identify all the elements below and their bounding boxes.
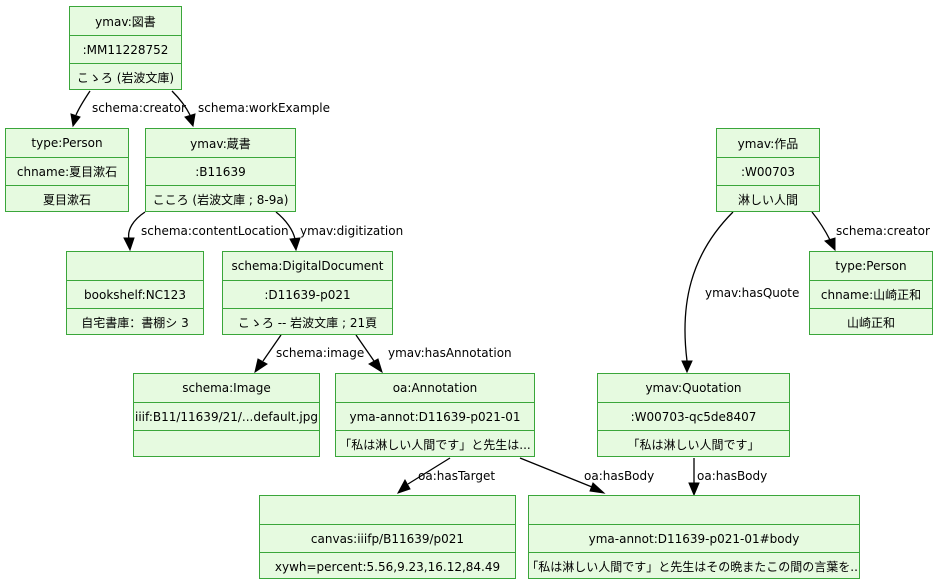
edge-sakuhin-quote bbox=[681, 211, 734, 374]
node-quote: ymav:Quotation :W00703-qc5de8407 「私は淋しい人… bbox=[597, 373, 790, 457]
node-title: type:Person bbox=[835, 259, 907, 273]
edge-annot-body bbox=[519, 457, 606, 494]
node-id: :W00703-qc5de8407 bbox=[598, 402, 789, 430]
node-title: ymav:作品 bbox=[737, 136, 799, 151]
node-sakuhin: ymav:作品 :W00703 淋しい人間 bbox=[716, 128, 820, 212]
node-image: schema:Image iiif:B11/11639/21/...defaul… bbox=[133, 373, 320, 457]
node-person1: type:Person chname:夏目漱石 夏目漱石 bbox=[5, 128, 129, 212]
node-label: 山崎正和 bbox=[810, 308, 932, 336]
node-title bbox=[67, 252, 203, 280]
node-label: 淋しい人間 bbox=[717, 185, 819, 213]
node-annot: oa:Annotation yma-annot:D11639-p021-01 「… bbox=[335, 373, 535, 457]
edge-tosho-zosho bbox=[171, 90, 196, 128]
node-id: :W00703 bbox=[717, 157, 819, 185]
edge-label-zosho-shelf: schema:contentLocation bbox=[141, 224, 289, 238]
edge-digdoc-image bbox=[254, 334, 282, 374]
node-title: ymav:図書 bbox=[95, 14, 156, 29]
edge-label-annot-body: oa:hasBody bbox=[584, 469, 655, 483]
edge-digdoc-annot bbox=[355, 334, 383, 374]
node-label: 「私は淋しい人間です」と先生はその晩またこの間の言葉を... bbox=[529, 552, 859, 580]
node-id: :B11639 bbox=[146, 157, 295, 185]
node-id: yma-annot:D11639-p021-01 bbox=[336, 402, 534, 430]
node-label: 「私は淋しい人間です」と先生は... bbox=[336, 430, 534, 458]
node-label bbox=[134, 430, 319, 458]
node-person2: type:Person chname:山崎正和 山崎正和 bbox=[809, 251, 933, 335]
edge-sakuhin-person2 bbox=[811, 211, 836, 252]
node-title bbox=[260, 496, 515, 524]
node-label: こゝろ -- 岩波文庫 ; 21頁 bbox=[223, 308, 392, 336]
node-body: yma-annot:D11639-p021-01#body 「私は淋しい人間です… bbox=[528, 495, 860, 579]
node-id: bookshelf:NC123 bbox=[67, 280, 203, 308]
node-digdoc: schema:DigitalDocument :D11639-p021 こゝろ … bbox=[222, 251, 393, 335]
node-label: こゝろ (岩波文庫) bbox=[70, 63, 181, 91]
node-label: こころ (岩波文庫 ; 8-9a) bbox=[146, 185, 295, 213]
node-id: yma-annot:D11639-p021-01#body bbox=[529, 524, 859, 552]
edge-quote-body bbox=[688, 458, 700, 497]
node-title: schema:DigitalDocument bbox=[231, 259, 384, 273]
node-zosho: ymav:蔵書 :B11639 こころ (岩波文庫 ; 8-9a) bbox=[145, 128, 296, 212]
edge-zosho-shelf bbox=[123, 211, 146, 252]
node-title: ymav:蔵書 bbox=[190, 136, 251, 151]
node-title bbox=[529, 496, 859, 524]
edge-tosho-person1 bbox=[70, 90, 91, 128]
node-label: 夏目漱石 bbox=[6, 185, 128, 213]
node-title: schema:Image bbox=[182, 381, 271, 395]
node-id: :D11639-p021 bbox=[223, 280, 392, 308]
edge-label-zosho-digdoc: ymav:digitization bbox=[300, 224, 404, 238]
edge-label-annot-canvas: oa:hasTarget bbox=[418, 469, 496, 483]
node-id: :MM11228752 bbox=[70, 35, 181, 63]
node-label: 「私は淋しい人間です」 bbox=[598, 430, 789, 458]
edge-label-tosho-person1: schema:creator bbox=[92, 101, 186, 115]
node-title: ymav:Quotation bbox=[645, 381, 742, 395]
edge-label-digdoc-image: schema:image bbox=[276, 346, 365, 360]
node-label: xywh=percent:5.56,9.23,16.12,84.49 bbox=[260, 552, 515, 580]
edge-label-tosho-zosho: schema:workExample bbox=[198, 101, 331, 115]
node-id: chname:夏目漱石 bbox=[6, 157, 128, 185]
node-id: canvas:iiifp/B11639/p021 bbox=[260, 524, 515, 552]
node-tosho: ymav:図書 :MM11228752 こゝろ (岩波文庫) bbox=[69, 6, 182, 90]
edge-annot-canvas bbox=[396, 457, 451, 494]
node-id: iiif:B11/11639/21/...default.jpg bbox=[134, 402, 319, 430]
edge-label-quote-body: oa:hasBody bbox=[697, 469, 768, 483]
edge-zosho-digdoc bbox=[275, 211, 301, 252]
edge-label-sakuhin-person2: schema:creator bbox=[836, 224, 930, 238]
edge-label-digdoc-annot: ymav:hasAnnotation bbox=[388, 346, 512, 360]
node-canvas: canvas:iiifp/B11639/p021 xywh=percent:5.… bbox=[259, 495, 516, 579]
node-label: 自宅書庫：書棚シ 3 bbox=[67, 308, 203, 336]
node-title: type:Person bbox=[31, 136, 103, 150]
edge-label-sakuhin-quote: ymav:hasQuote bbox=[705, 286, 800, 300]
node-id: chname:山崎正和 bbox=[810, 280, 932, 308]
node-shelf: bookshelf:NC123 自宅書庫：書棚シ 3 bbox=[66, 251, 204, 335]
node-title: oa:Annotation bbox=[392, 381, 478, 395]
